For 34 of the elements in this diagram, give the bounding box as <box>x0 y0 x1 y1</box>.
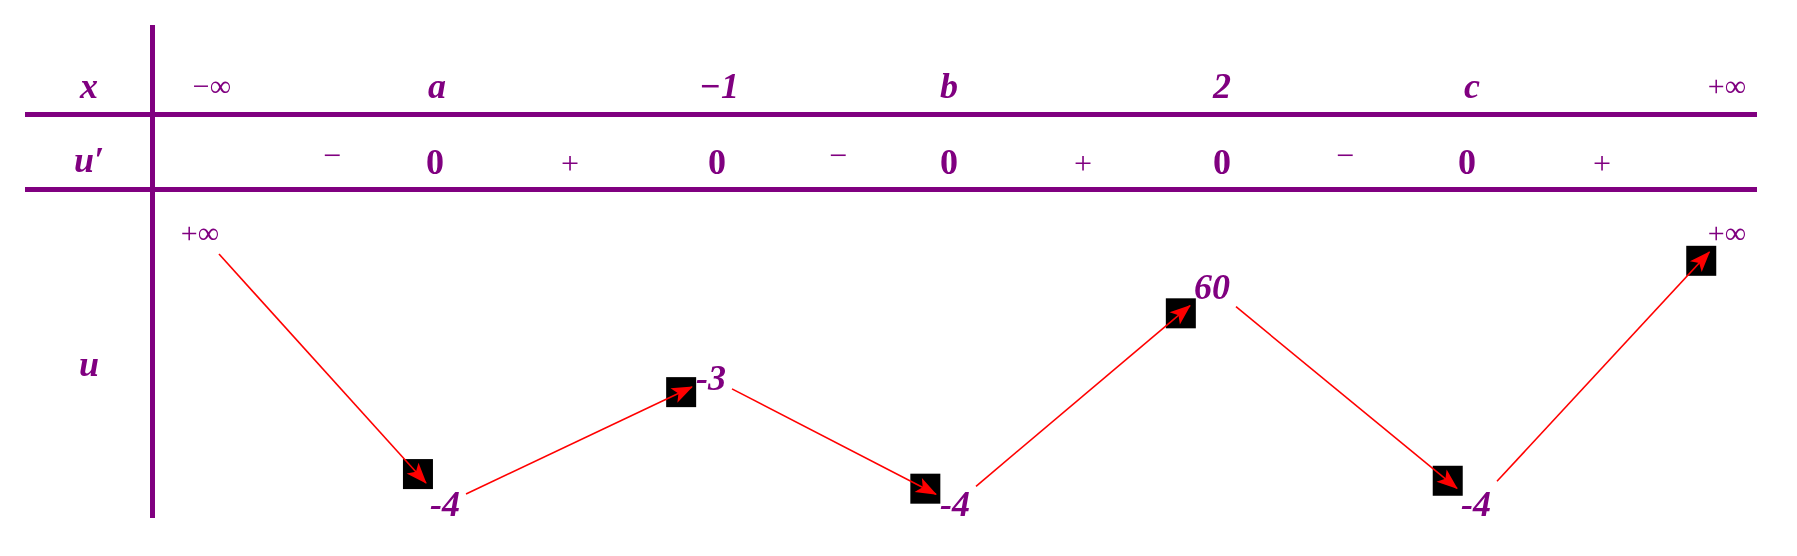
arrow <box>1496 251 1711 483</box>
value-label: -4 <box>940 486 970 522</box>
arrow <box>731 388 937 495</box>
arrow <box>1235 305 1458 490</box>
table-label: − <box>829 139 847 171</box>
table-label: 2 <box>1213 68 1231 104</box>
table-label: u′ <box>73 142 105 178</box>
table-label: 0 <box>426 144 444 180</box>
value-label: -4 <box>430 486 460 522</box>
table-label: + <box>561 147 579 179</box>
arrow <box>975 304 1191 488</box>
table-label: a <box>428 68 446 104</box>
table-label: u <box>79 346 99 382</box>
arrow <box>465 386 693 495</box>
table-label: + <box>1593 147 1611 179</box>
table-label: +∞ <box>1707 71 1747 101</box>
value-label: +∞ <box>180 218 220 248</box>
table-label: 0 <box>940 144 958 180</box>
value-label: 60 <box>1194 269 1230 305</box>
table-label: 0 <box>708 144 726 180</box>
table-label: c <box>1464 68 1480 104</box>
table-label: + <box>1074 147 1092 179</box>
table-label: −1 <box>699 68 739 104</box>
table-label: 0 <box>1458 144 1476 180</box>
value-label: +∞ <box>1707 218 1747 248</box>
table-label: − <box>323 139 341 171</box>
table-label: 0 <box>1213 144 1231 180</box>
table-label: x <box>80 68 98 104</box>
table-label: −∞ <box>192 71 232 101</box>
table-label: − <box>1336 139 1354 171</box>
value-label: -3 <box>696 360 726 396</box>
value-label: -4 <box>1461 486 1491 522</box>
arrow <box>218 253 427 484</box>
table-label: b <box>940 68 958 104</box>
